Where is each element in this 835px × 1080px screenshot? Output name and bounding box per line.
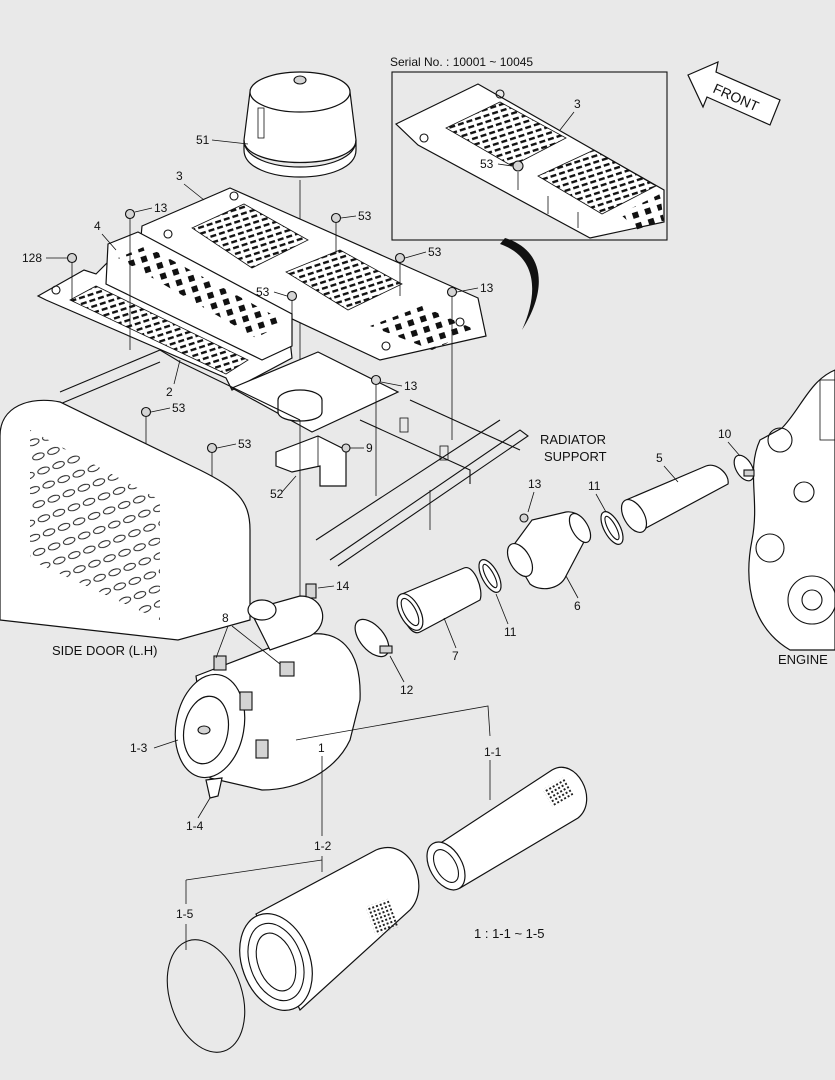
callout-3-inset: 3 xyxy=(574,97,581,111)
hose-clamp-10 xyxy=(733,454,755,482)
callout-11-b: 11 xyxy=(504,625,517,639)
bolt-group xyxy=(66,208,458,496)
callout-1: 1 xyxy=(318,741,325,755)
pre-cleaner-cap xyxy=(243,71,357,178)
engine-label: ENGINE xyxy=(778,652,828,667)
callout-7: 7 xyxy=(452,649,459,663)
side-cover-plate xyxy=(36,231,293,391)
inner-filter-element xyxy=(426,766,588,891)
bracket-1 xyxy=(295,705,491,741)
top-cover-plate xyxy=(139,187,487,361)
callout-9: 9 xyxy=(366,441,373,455)
callout-4: 4 xyxy=(94,219,101,233)
callout-53-a: 53 xyxy=(358,209,372,223)
tube-mount-bracket xyxy=(230,351,400,487)
intake-duct xyxy=(396,567,482,634)
o-ring-11-a xyxy=(600,511,624,545)
callout-6: 6 xyxy=(574,599,581,613)
callout-11-a: 11 xyxy=(588,479,601,493)
intake-hose xyxy=(620,464,729,533)
callout-1-4: 1-4 xyxy=(186,819,204,833)
callout-52: 52 xyxy=(270,487,284,501)
callout-53-d: 53 xyxy=(172,401,186,415)
callout-3: 3 xyxy=(176,169,183,183)
callout-13-c: 13 xyxy=(404,379,418,393)
air-cleaner-housing xyxy=(174,420,361,799)
callout-53-b: 53 xyxy=(428,245,442,259)
serial-inset: Serial No. : 10001 ~ 10045 3 53 xyxy=(390,55,668,241)
o-ring-11-b xyxy=(478,559,502,593)
inset-pointer-swoosh xyxy=(500,238,539,330)
radiator-support-line1: RADIATOR xyxy=(540,432,606,447)
callout-1-1: 1-1 xyxy=(484,745,502,759)
callout-10: 10 xyxy=(718,427,732,441)
callout-1-5: 1-5 xyxy=(176,907,194,921)
engine-block xyxy=(748,369,835,651)
callout-1-3: 1-3 xyxy=(130,741,148,755)
inset-bolt xyxy=(512,160,524,172)
callout-5: 5 xyxy=(656,451,663,465)
serial-note: Serial No. : 10001 ~ 10045 xyxy=(390,55,533,69)
callout-53-c: 53 xyxy=(256,285,270,299)
callout-53-e: 53 xyxy=(238,437,252,451)
hose-clamp-12 xyxy=(354,618,393,658)
callout-13-a: 13 xyxy=(154,201,168,215)
callout-14: 14 xyxy=(336,579,350,593)
callout-2: 2 xyxy=(166,385,173,399)
callout-13-d: 13 xyxy=(528,477,542,491)
callout-51: 51 xyxy=(196,133,210,147)
side-door-label: SIDE DOOR (L.H) xyxy=(52,643,157,658)
side-door-panel xyxy=(0,399,251,641)
callout-53-inset: 53 xyxy=(480,157,494,171)
radiator-support-line2: SUPPORT xyxy=(544,449,607,464)
elbow-connector xyxy=(506,511,592,590)
callout-8: 8 xyxy=(222,611,229,625)
callout-1-2: 1-2 xyxy=(314,839,332,853)
bracket-1-5 xyxy=(185,859,323,881)
machine-frame xyxy=(59,349,529,567)
outer-filter-element xyxy=(239,847,420,1012)
front-arrow-icon: FRONT xyxy=(687,60,781,126)
callout-12: 12 xyxy=(400,683,414,697)
callout-13-b: 13 xyxy=(480,281,494,295)
filter-seal-ring xyxy=(166,939,246,1053)
kit-note: 1 : 1-1 ~ 1-5 xyxy=(474,926,544,941)
callout-128: 128 xyxy=(22,251,42,265)
